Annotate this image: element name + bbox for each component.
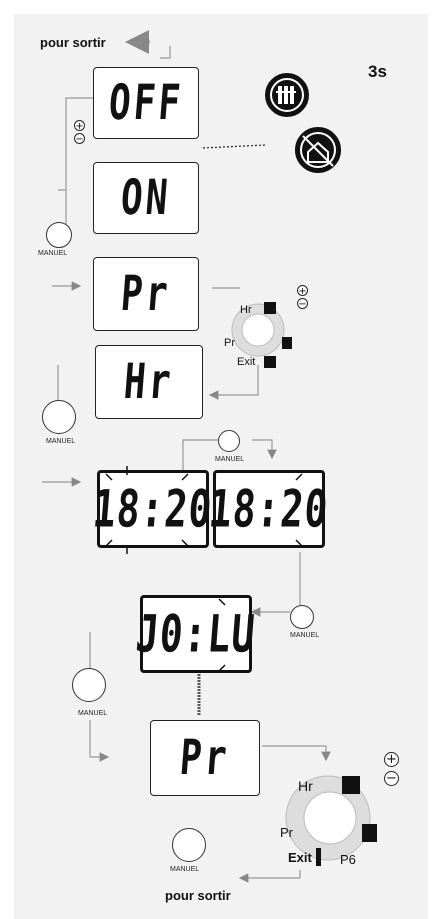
plus-button-large[interactable]: + [384,752,399,767]
manual-label-6: MANUEL [170,866,200,873]
wheel-large-exit: Exit [288,850,312,865]
manual-button-4[interactable] [290,605,314,629]
exit-label-top: pour sortir [40,35,106,50]
screen-pr-2: Pr [150,720,260,796]
manual-button-6[interactable] [172,828,206,862]
manual-button-2[interactable] [42,400,76,434]
screen-time-blinking: 18:20 [91,470,215,548]
screen-on: ON [93,162,199,234]
screen-hr: Hr [95,345,203,419]
wheel-large-marker-2 [362,824,377,842]
minus-button-top[interactable]: − [74,133,85,145]
wheel-small-marker-3 [264,356,276,368]
hold-duration-label: 3s [368,62,387,81]
screen-day: J0:LU [134,595,258,673]
screen-off: OFF [93,67,199,139]
plus-button-top[interactable]: + [74,120,85,132]
wheel-small-pr: Pr [224,337,235,349]
wheel-large-marker-3 [316,848,321,866]
manual-button-5[interactable] [72,668,106,702]
minus-button-large[interactable]: − [384,771,399,786]
wheel-large-p6: P6 [340,852,356,867]
wheel-large-hr: Hr [298,778,313,794]
plus-button-small[interactable]: + [297,285,308,297]
minus-button-small[interactable]: − [297,298,308,310]
manual-label-1: MANUEL [38,250,68,257]
exit-label-bottom: pour sortir [165,888,231,903]
screen-pr-1: Pr [93,257,199,331]
manual-label-3: MANUEL [215,456,245,463]
wheel-small-marker-1 [264,302,276,314]
wheel-small-exit: Exit [237,356,256,368]
manual-label-5: MANUEL [78,710,108,717]
wheel-large-marker-1 [342,776,360,794]
manual-button-1[interactable] [46,222,72,248]
wheel-small-marker-2 [282,337,292,349]
manual-label-4: MANUEL [290,632,320,639]
manual-label-2: MANUEL [46,438,76,445]
manual-button-3[interactable] [218,430,240,452]
wheel-large-pr: Pr [280,825,293,840]
wheel-small-hr: Hr [240,304,252,316]
screen-time-set: 18:20 [207,470,331,548]
